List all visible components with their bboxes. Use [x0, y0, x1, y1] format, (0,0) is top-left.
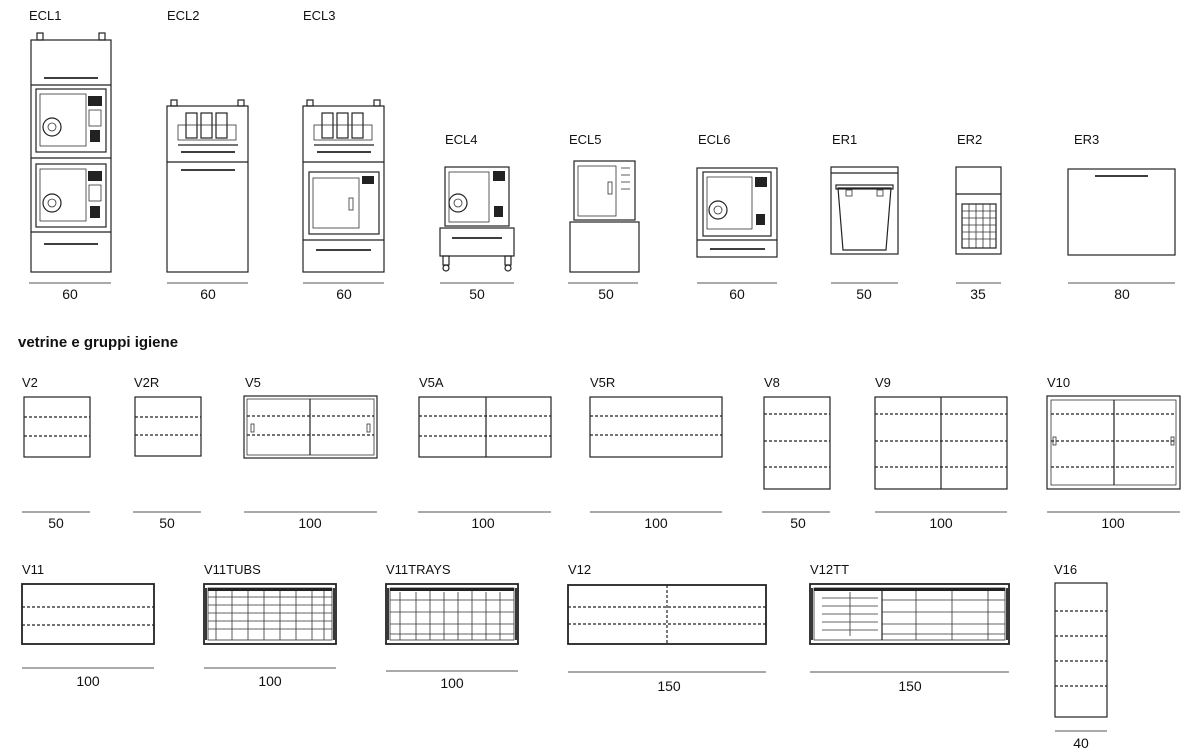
unit-er1: ER1 50 — [830, 132, 899, 302]
unit-ecl5: ECL5 50 — [568, 132, 640, 302]
vetrina-v10-code: V10 — [1047, 375, 1070, 390]
vetrina-v9-code: V9 — [875, 375, 891, 390]
vetrina-v5: V5 100 — [243, 375, 378, 531]
unit-er2-code: ER2 — [957, 132, 982, 147]
vetrina-v11-width: 100 — [76, 673, 100, 689]
unit-ecl3-width: 60 — [336, 286, 352, 302]
vetrina-v8-width: 50 — [790, 515, 806, 531]
vetrina-v11trays-width: 100 — [440, 675, 464, 691]
vetrina-v12: V12 150 — [567, 562, 767, 694]
unit-er2-width: 35 — [970, 286, 986, 302]
vetrina-v12tt-code: V12TT — [810, 562, 849, 577]
unit-ecl2: ECL2 60 — [166, 8, 249, 302]
vetrina-v10: V10 100 — [1046, 375, 1181, 531]
vetrina-v11tubs-code: V11TUBS — [204, 562, 261, 577]
unit-ecl1-code: ECL1 — [29, 8, 62, 23]
unit-ecl5-code: ECL5 — [569, 132, 602, 147]
unit-ecl6-width: 60 — [729, 286, 745, 302]
unit-ecl2-code: ECL2 — [167, 8, 200, 23]
vetrina-v5-code: V5 — [245, 375, 261, 390]
unit-ecl3: ECL3 60 — [302, 8, 385, 302]
vetrina-v9: V9 100 — [874, 375, 1008, 531]
unit-ecl6-code: ECL6 — [698, 132, 731, 147]
unit-ecl6: ECL6 60 — [696, 132, 778, 302]
vetrina-v2r: V2R 50 — [133, 375, 202, 531]
unit-ecl2-width: 60 — [200, 286, 216, 302]
vetrina-v9-width: 100 — [929, 515, 953, 531]
vetrina-v11-code: V11 — [22, 562, 44, 577]
vetrina-v8-code: V8 — [764, 375, 780, 390]
unit-ecl4: ECL4 50 — [439, 132, 515, 302]
vetrina-v2-code: V2 — [22, 375, 38, 390]
unit-er1-width: 50 — [856, 286, 872, 302]
unit-er3: ER3 80 — [1067, 132, 1176, 302]
vetrina-v2r-width: 50 — [159, 515, 175, 531]
vetrina-v5r-code: V5R — [590, 375, 615, 390]
unit-ecl3-code: ECL3 — [303, 8, 336, 23]
vetrina-v11: V11 100 — [21, 562, 155, 689]
vetrina-v11trays-code: V11TRAYS — [386, 562, 451, 577]
unit-er3-width: 80 — [1114, 286, 1130, 302]
unit-er2: ER2 35 — [955, 132, 1002, 302]
vetrina-v12tt: V12TT 150 — [809, 562, 1010, 694]
vetrina-v11tubs-width: 100 — [258, 673, 282, 689]
unit-er3-code: ER3 — [1074, 132, 1099, 147]
vetrina-v10-width: 100 — [1101, 515, 1125, 531]
vetrina-v5r-width: 100 — [644, 515, 668, 531]
unit-ecl4-code: ECL4 — [445, 132, 478, 147]
vetrina-v5a: V5A 100 — [418, 375, 552, 531]
unit-ecl1-width: 60 — [62, 286, 78, 302]
vetrina-v12-width: 150 — [657, 678, 681, 694]
vetrina-v16: V16 40 — [1054, 562, 1108, 751]
vetrina-v16-code: V16 — [1054, 562, 1077, 577]
vetrina-v11tubs: V11TUBS 100 — [203, 562, 337, 689]
vetrina-v5a-width: 100 — [471, 515, 495, 531]
vetrina-v12tt-width: 150 — [898, 678, 922, 694]
unit-ecl5-width: 50 — [598, 286, 614, 302]
unit-ecl4-width: 50 — [469, 286, 485, 302]
vetrina-v8: V8 50 — [762, 375, 831, 531]
vetrina-v12-code: V12 — [568, 562, 591, 577]
vetrina-v2r-code: V2R — [134, 375, 159, 390]
unit-er1-code: ER1 — [832, 132, 857, 147]
vetrina-v16-width: 40 — [1073, 735, 1089, 751]
vetrina-v5r: V5R 100 — [589, 375, 723, 531]
section-title: vetrine e gruppi igiene — [18, 334, 178, 351]
vetrina-v11trays: V11TRAYS 100 — [385, 562, 519, 691]
unit-ecl1: ECL1 60 — [29, 8, 112, 302]
vetrina-v5a-code: V5A — [419, 375, 444, 390]
vetrina-v2-width: 50 — [48, 515, 64, 531]
vetrina-v2: V2 50 — [22, 375, 91, 531]
vetrina-v5-width: 100 — [298, 515, 322, 531]
